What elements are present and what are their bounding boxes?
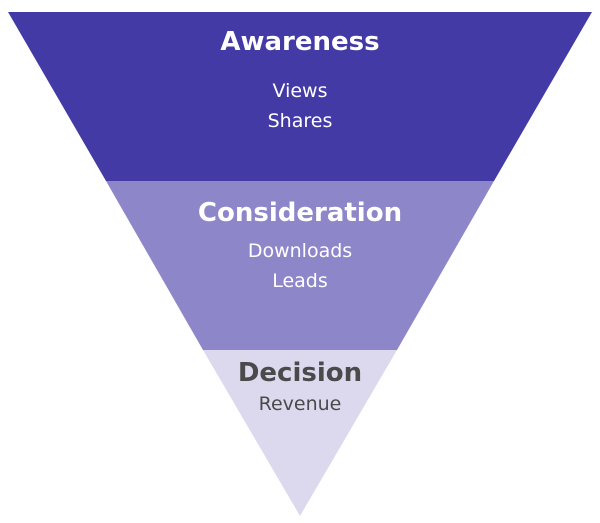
stage-consideration-band: [106, 181, 494, 350]
stage-awareness-metric-shares: Shares: [268, 110, 333, 132]
stage-decision-band: [203, 350, 397, 516]
stage-decision-title: Decision: [238, 358, 362, 388]
stage-consideration-title: Consideration: [198, 198, 402, 228]
stage-awareness-metric-views: Views: [273, 80, 328, 102]
stage-consideration-metric-leads: Leads: [272, 270, 328, 292]
stage-awareness-band: [8, 12, 592, 181]
stage-consideration-metric-downloads: Downloads: [248, 240, 352, 262]
stage-awareness-title: Awareness: [220, 27, 379, 57]
stage-decision-metric-revenue: Revenue: [259, 393, 342, 415]
